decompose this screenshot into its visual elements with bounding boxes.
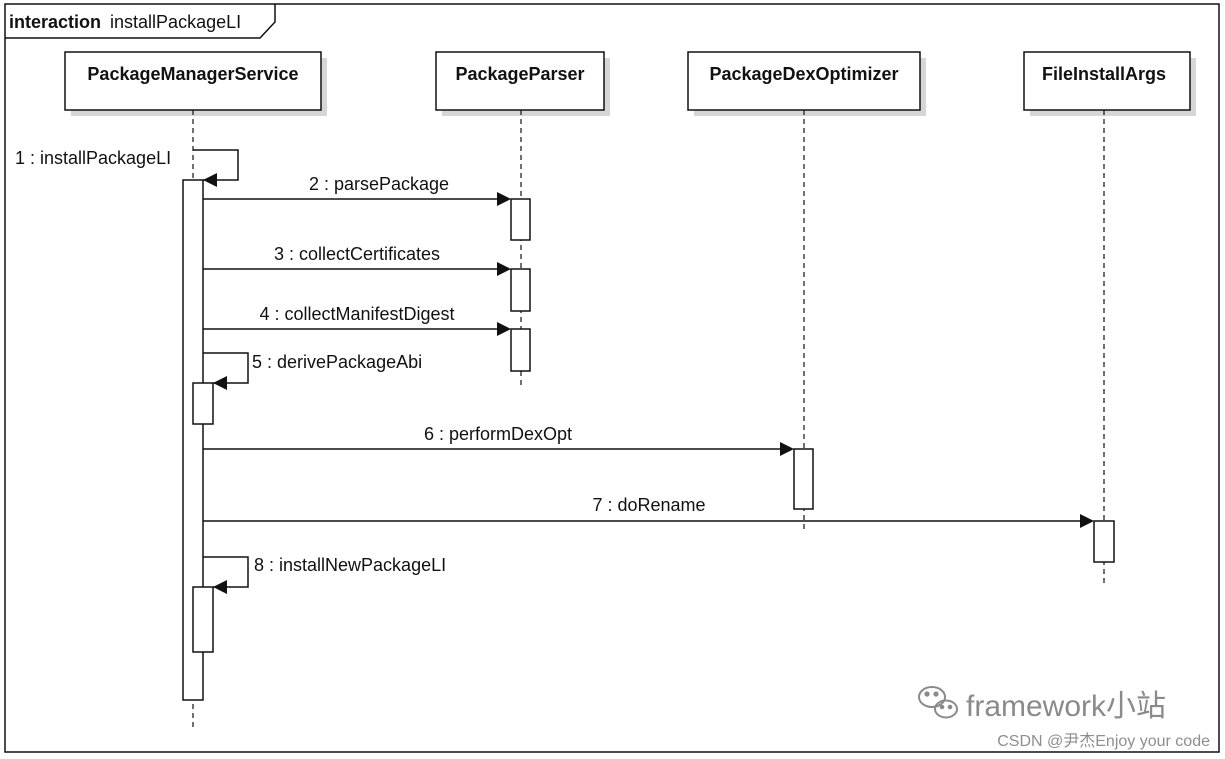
message-7: 7 : doRename <box>203 495 1094 528</box>
message-3-label: 3 : collectCertificates <box>274 244 440 264</box>
activation-dexopt <box>793 448 814 510</box>
lifeline-pms: PackageManagerService <box>64 51 327 730</box>
message-8-label: 8 : installNewPackageLI <box>254 555 446 575</box>
activations <box>182 179 1115 701</box>
lifeline-pms-label: PackageManagerService <box>87 64 298 84</box>
lifeline-dexopt-label: PackageDexOptimizer <box>709 64 898 84</box>
lifeline-packageparser: PackageParser <box>435 51 610 388</box>
activation-parser-3 <box>510 328 531 372</box>
activation-pms-main <box>182 179 204 701</box>
lifeline-parser-label: PackageParser <box>455 64 584 84</box>
messages: 1 : installPackageLI 2 : parsePackage 3 … <box>15 148 1094 594</box>
frame-name: installPackageLI <box>110 12 241 32</box>
lifeline-fileinstallargs: FileInstallArgs <box>1023 51 1196 584</box>
message-3: 3 : collectCertificates <box>203 244 511 276</box>
activation-pms-derive <box>192 382 214 425</box>
activation-parser-2 <box>510 268 531 312</box>
watermark-footer: CSDN @尹杰Enjoy your code <box>997 732 1210 750</box>
message-1-label: 1 : installPackageLI <box>15 148 171 168</box>
wechat-icon <box>918 686 958 719</box>
message-6-label: 6 : performDexOpt <box>424 424 572 444</box>
frame-keyword: interaction <box>9 12 101 32</box>
message-6: 6 : performDexOpt <box>203 424 794 456</box>
message-7-label: 7 : doRename <box>592 495 705 515</box>
svg-text:interaction installPacka: interaction installPackageLI <box>9 12 241 32</box>
lifeline-dexoptimizer: PackageDexOptimizer <box>687 51 926 530</box>
message-4-label: 4 : collectManifestDigest <box>259 304 454 324</box>
message-8: 8 : installNewPackageLI <box>203 555 446 594</box>
watermark: framework小站 CSDN @尹杰Enjoy your code <box>918 686 1210 750</box>
message-2-label: 2 : parsePackage <box>309 174 449 194</box>
activation-parser-1 <box>510 198 531 241</box>
activation-pms-installnew <box>192 586 214 653</box>
watermark-text: framework小站 <box>966 690 1166 723</box>
interaction-frame: interaction installPackageLI <box>4 3 1220 753</box>
activation-fia <box>1093 520 1115 563</box>
message-2: 2 : parsePackage <box>203 174 511 206</box>
lifeline-fia-label: FileInstallArgs <box>1042 64 1166 84</box>
message-5-label: 5 : derivePackageAbi <box>252 352 422 372</box>
message-5: 5 : derivePackageAbi <box>203 352 422 390</box>
message-1: 1 : installPackageLI <box>15 148 239 187</box>
message-4: 4 : collectManifestDigest <box>203 304 511 336</box>
